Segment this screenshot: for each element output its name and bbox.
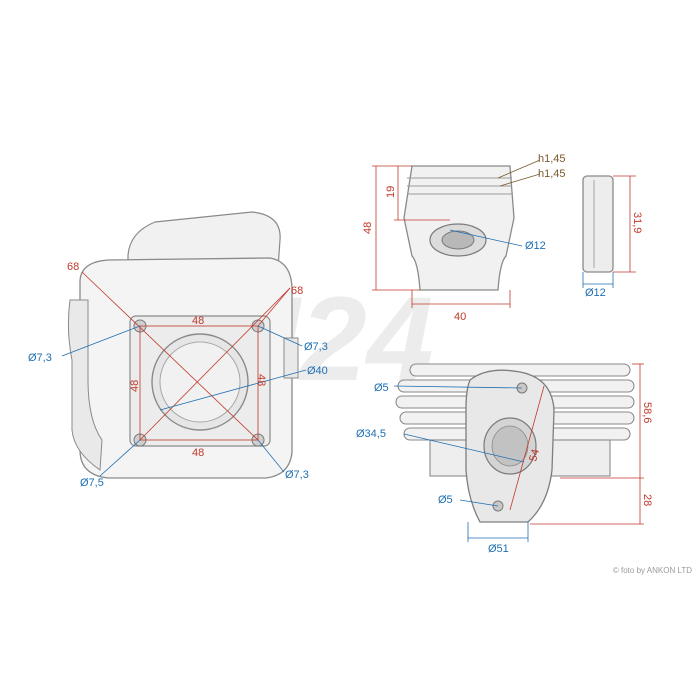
dim-ring-groove-1: h1,45	[538, 153, 566, 165]
photo-credit: © foto by ANKON LTD	[612, 566, 692, 575]
leader-ring-groove-2	[499, 173, 541, 187]
leader-hole-top-left	[61, 325, 141, 357]
exhaust-port-inner	[491, 425, 529, 467]
cylinder-side-right	[283, 337, 299, 379]
diagonal-top-right	[139, 287, 291, 441]
dim-hole-bottom-left: Ø7,5	[80, 477, 104, 489]
dim-pin-bore: Ø12	[525, 240, 546, 252]
dim-fin-height: 58,6	[641, 402, 653, 423]
dim-hole-top-left: Ø7,3	[28, 352, 52, 364]
leader-hole-bottom-left	[99, 439, 141, 477]
leader-bore	[159, 369, 307, 411]
dim-hole-top-right: Ø7,3	[304, 341, 328, 353]
dim-pin-diameter: Ø12	[585, 287, 606, 299]
cylinder-side-view: Ø5 Ø34,5 54 Ø5 Ø51 58,6 28	[356, 363, 653, 555]
dim-ring-groove-2: h1,45	[538, 168, 566, 180]
piston-pin-hole	[441, 230, 475, 250]
dim-flange-hole-bottom: Ø5	[438, 494, 453, 506]
cylinder-bore-inner	[159, 341, 241, 423]
dim-exhaust-port: Ø34,5	[356, 428, 386, 440]
piston-view: h1,45 h1,45 19 48 40 Ø12	[362, 153, 566, 323]
cylinder-top-view: 68 68 48 48 48 48 Ø7,3 Ø7,3 Ø7,5 Ø7,3 Ø4…	[28, 211, 328, 489]
dim-top-right-68: 68	[291, 285, 303, 297]
dim-top-48: 48	[192, 315, 204, 327]
piston-pin-view: 31,9 Ø12	[582, 175, 643, 299]
piston-pin-body	[582, 175, 614, 273]
leader-hole-bottom	[459, 499, 499, 507]
dim-hole-spacing: 54	[527, 448, 542, 463]
hole-spacing-line	[509, 385, 545, 511]
leader-ring-groove-1	[497, 159, 541, 179]
dim-flange-hole-top: Ø5	[374, 382, 389, 394]
leader-port	[403, 433, 525, 463]
leader-pin-bore	[449, 229, 523, 247]
dim-piston-diameter: 40	[454, 311, 466, 323]
cylinder-side-left	[67, 299, 103, 471]
leader-hole-top-right	[257, 325, 303, 347]
diagonal-extension	[257, 287, 291, 327]
dim-piston-height: 48	[362, 222, 374, 234]
dim-lower-height: 28	[641, 494, 653, 506]
diagonal-top-left	[81, 271, 259, 441]
dim-pin-height: 19	[385, 186, 397, 198]
dim-right-48: 48	[255, 374, 267, 386]
dim-left-48: 48	[129, 380, 141, 392]
dim-bottom-48: 48	[192, 447, 204, 459]
dim-hole-bottom-right: Ø7,3	[285, 469, 309, 481]
dim-top-left-68: 68	[67, 261, 79, 273]
dim-flange-width: Ø51	[488, 543, 509, 555]
dim-pin-length: 31,9	[631, 212, 643, 233]
dim-bore: Ø40	[307, 365, 328, 377]
leader-hole-top	[393, 385, 523, 389]
leader-hole-bottom-right	[257, 439, 285, 473]
